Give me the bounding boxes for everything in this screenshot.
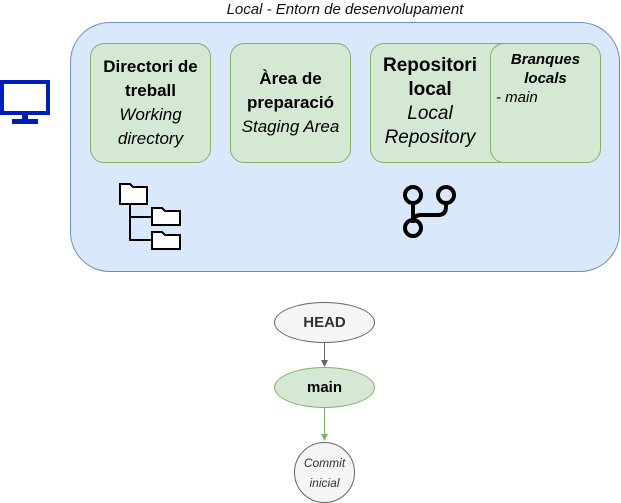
- repo-subtitle-line2: Repository: [384, 127, 476, 148]
- working-title-line2: treball: [124, 81, 177, 100]
- repo-title-line1: Repositori: [383, 55, 477, 76]
- head-label: HEAD: [303, 314, 346, 331]
- staging-subtitle: Staging Area: [241, 117, 340, 136]
- commit-label-line1: Commit: [303, 455, 346, 470]
- local-repository-text: Repositori local Local Repository: [370, 54, 490, 150]
- graph-arrows: [321, 343, 328, 441]
- environment-title: Local - Entorn de desenvolupament: [226, 1, 464, 18]
- initial-commit-node: Commit inicial: [294, 442, 355, 503]
- branches-title-line2: locals: [524, 70, 567, 87]
- staging-area-box: Àrea de preparació Staging Area: [230, 43, 351, 163]
- git-branch-icon: [403, 185, 456, 238]
- head-node: HEAD: [274, 302, 375, 343]
- main-branch-node: main: [274, 367, 375, 408]
- staging-title-line2: preparació: [247, 93, 334, 112]
- main-label: main: [306, 379, 342, 396]
- working-subtitle-line2: directory: [117, 129, 184, 148]
- local-branches-box: Branques locals - main: [490, 43, 601, 163]
- staging-title-line1: Àrea de: [259, 69, 322, 88]
- branch-item: - main: [496, 89, 538, 106]
- branches-title-line1: Branques: [510, 51, 581, 68]
- monitor-icon: [0, 80, 50, 124]
- working-title-line1: Directori de: [103, 57, 198, 76]
- commit-label-line2: inicial: [309, 475, 340, 490]
- folder-tree-icon: [119, 183, 181, 250]
- main-to-commit-arrow: [321, 408, 328, 441]
- repo-title-line2: local: [408, 79, 452, 100]
- working-subtitle-line1: Working: [119, 105, 182, 124]
- working-directory-box: Directori de treball Working directory: [90, 43, 211, 163]
- head-to-main-arrow: [321, 343, 328, 367]
- repo-subtitle-line1: Local: [407, 103, 453, 124]
